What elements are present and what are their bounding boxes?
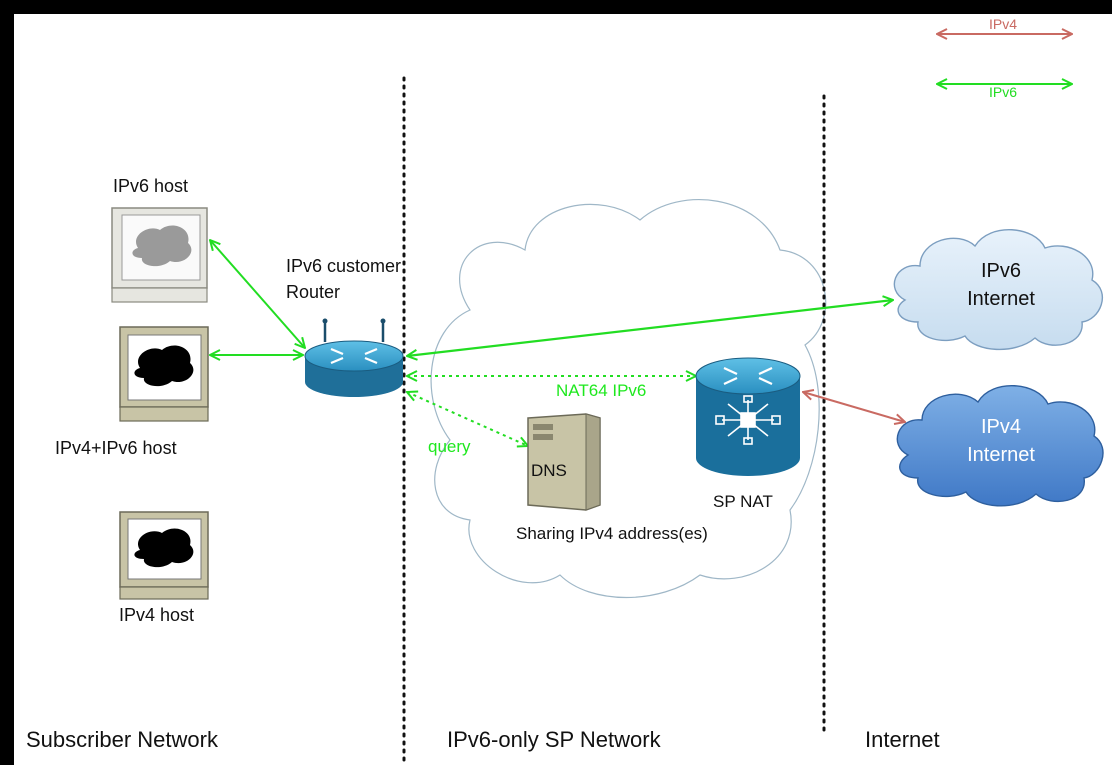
ipv4-internet-label: IPv4 Internet: [949, 413, 1053, 469]
sp-nat-device-icon: [695, 357, 801, 476]
link-ipv6host-router: [210, 240, 305, 348]
sharing-label: Sharing IPv4 address(es): [516, 524, 708, 543]
ipv4-host-label: IPv4 host: [119, 605, 195, 625]
frame-border-top: [0, 0, 1112, 14]
link-router-ipv6-internet: [407, 300, 893, 356]
ipv6-internet-line1: IPv6: [980, 260, 1022, 282]
router-label-line1: IPv6 customer: [286, 256, 402, 276]
dual-stack-host-computer: [119, 326, 209, 422]
link-spnat-ipv4-internet: [803, 392, 905, 422]
ipv6-internet-line2: Internet: [967, 288, 1035, 310]
ipv6-host-computer: [111, 207, 208, 303]
ipv6-internet-cloud: [893, 229, 1103, 351]
sp-nat-label: SP NAT: [713, 492, 773, 511]
router-label-line2: Router: [286, 282, 341, 302]
frame-border-left: [0, 0, 14, 765]
legend-ipv4-label: IPv4: [989, 16, 1018, 32]
customer-router-icon: [304, 318, 404, 397]
ipv4-internet-cloud: [896, 385, 1104, 507]
zone-internet-label: Internet: [865, 727, 940, 752]
ipv4-internet-line2: Internet: [967, 444, 1035, 466]
link-router-dns-dotted: [407, 392, 528, 446]
nat64-label: NAT64 IPv6: [556, 381, 647, 400]
ipv4-internet-line1: IPv4: [980, 416, 1022, 438]
zone-subscriber-label: Subscriber Network: [26, 727, 218, 752]
ipv6-internet-label: IPv6 Internet: [949, 257, 1053, 313]
ipv6-host-label: IPv6 host: [113, 176, 189, 196]
query-label: query: [428, 437, 471, 456]
legend-ipv6-label: IPv6: [989, 84, 1018, 100]
dns-label: DNS: [531, 461, 567, 480]
dns-server-icon: [527, 413, 601, 511]
dual-host-label: IPv4+IPv6 host: [55, 438, 177, 458]
ipv4-host-computer: [119, 511, 209, 600]
router-label: IPv6 customer Router: [286, 253, 401, 305]
zone-sp-label: IPv6-only SP Network: [447, 727, 661, 752]
